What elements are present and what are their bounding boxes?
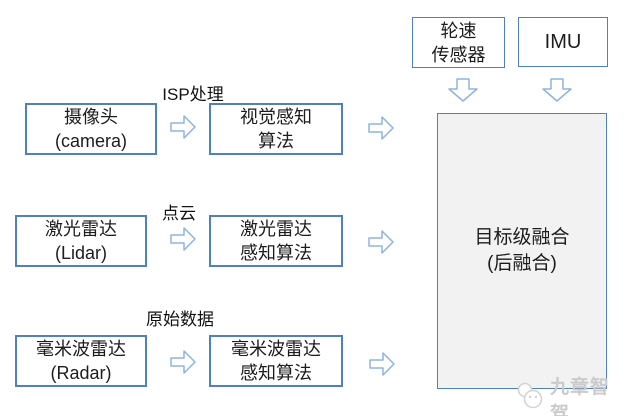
watermark: 九章智驾 — [516, 372, 629, 416]
radar-box: 毫米波雷达 (Radar) — [15, 335, 147, 387]
fusion-box: 目标级融合 (后融合) — [437, 113, 607, 389]
radar-to-algo-arrow-icon — [168, 347, 198, 377]
lidar-algo-to-fusion-arrow-icon — [366, 227, 396, 257]
vision-to-fusion-arrow-icon — [366, 113, 396, 143]
wheel-speed-line2: 传感器 — [431, 44, 486, 65]
fusion-line1: 目标级融合 — [474, 227, 570, 248]
rawdata-label: 原始数据 — [146, 310, 214, 329]
camera-label-line1: 摄像头 — [64, 107, 118, 127]
imu-down-arrow-icon — [540, 77, 574, 103]
wheel-speed-down-arrow-icon — [446, 77, 480, 103]
lidar-to-algo-arrow-icon — [168, 224, 198, 254]
lidar-box: 激光雷达 (Lidar) — [15, 215, 147, 267]
imu-label: IMU — [544, 31, 582, 53]
camera-to-vision-arrow-icon — [168, 112, 198, 142]
vision-algo-line1: 视觉感知 — [240, 107, 312, 127]
imu-box: IMU — [518, 17, 608, 67]
radar-algo-to-fusion-arrow-icon — [367, 349, 397, 379]
lidar-algorithm-box: 激光雷达 感知算法 — [209, 215, 343, 267]
radar-label-line2: (Radar) — [50, 363, 112, 383]
radar-algorithm-box: 毫米波雷达 感知算法 — [209, 335, 343, 387]
pointcloud-label: 点云 — [162, 204, 196, 223]
fusion-line2: (后融合) — [487, 253, 557, 274]
vision-algorithm-box: 视觉感知 算法 — [209, 103, 343, 155]
lidar-label-line2: (Lidar) — [54, 243, 107, 263]
camera-label-line2: (camera) — [54, 131, 127, 151]
radar-label-line1: 毫米波雷达 — [36, 339, 126, 359]
wheel-speed-line1: 轮速 — [440, 20, 477, 41]
watermark-logo-icon — [516, 381, 546, 416]
lidar-algo-line2: 感知算法 — [240, 243, 312, 263]
radar-algo-line2: 感知算法 — [240, 363, 312, 383]
wheel-speed-sensor-box: 轮速 传感器 — [412, 17, 505, 68]
lidar-algo-line1: 激光雷达 — [240, 219, 312, 239]
camera-box: 摄像头 (camera) — [25, 103, 157, 155]
radar-algo-line1: 毫米波雷达 — [231, 339, 321, 359]
lidar-label-line1: 激光雷达 — [45, 219, 117, 239]
isp-process-label: ISP处理 — [162, 85, 224, 104]
vision-algo-line2: 算法 — [258, 131, 294, 151]
watermark-text: 九章智驾 — [550, 377, 611, 416]
